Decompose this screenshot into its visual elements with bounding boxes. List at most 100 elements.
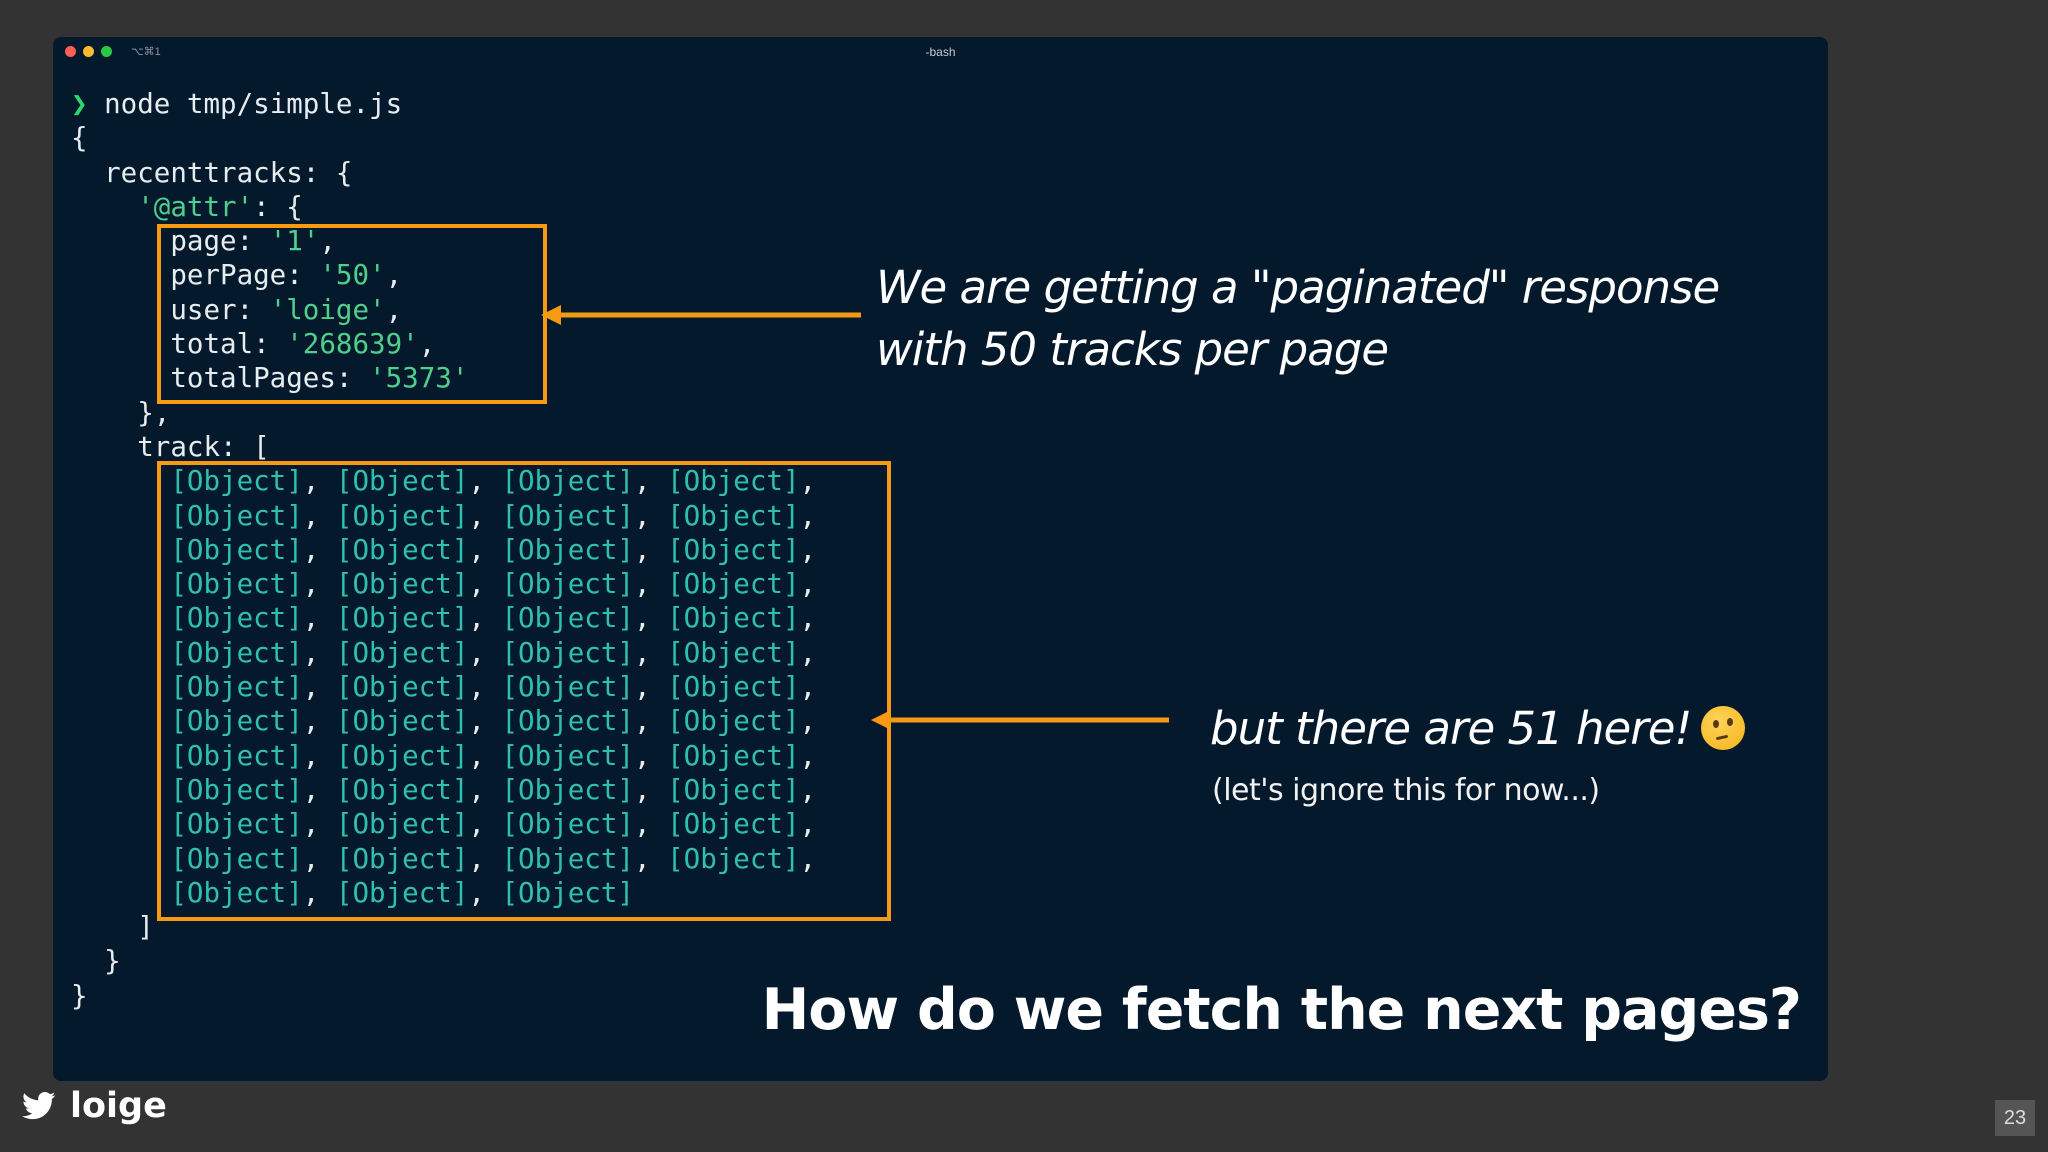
output-line: recenttracks: { bbox=[71, 156, 353, 189]
annotation-line: with 50 tracks per page bbox=[876, 323, 1389, 376]
track-object: [Object] bbox=[335, 671, 469, 704]
track-row: [Object], [Object], [Object], [Object], bbox=[170, 671, 817, 704]
track-object: [Object] bbox=[335, 533, 469, 566]
track-object: [Object] bbox=[170, 568, 303, 601]
close-window-button[interactable] bbox=[65, 46, 76, 57]
attr-value-totalpages: '5373' bbox=[369, 362, 469, 395]
annotation-line: We are getting a "paginated" response bbox=[876, 261, 1720, 314]
track-row: [Object], [Object], [Object], [Object], bbox=[170, 636, 817, 669]
track-row: [Object], [Object], [Object], [Object], bbox=[170, 499, 817, 532]
track-object: [Object] bbox=[501, 636, 634, 669]
track-object: [Object] bbox=[170, 602, 303, 635]
terminal-output: ❯ node tmp/simple.js{ recenttracks: { '@… bbox=[71, 87, 816, 1013]
track-object: [Object] bbox=[501, 568, 634, 601]
track-highlight-box bbox=[157, 461, 891, 921]
track-object: [Object] bbox=[501, 739, 634, 772]
attr-line: perPage: '50', bbox=[71, 258, 816, 292]
twitter-bird-icon bbox=[22, 1091, 56, 1120]
output-line: } bbox=[71, 945, 121, 978]
attr-line: page: '1', bbox=[71, 224, 816, 258]
terminal-titlebar: ⌥⌘1 -bash bbox=[53, 37, 1828, 67]
track-object: [Object] bbox=[170, 705, 303, 738]
separator: , bbox=[418, 328, 436, 361]
track-object: [Object] bbox=[170, 876, 303, 909]
attr-suffix: : { bbox=[253, 190, 303, 223]
track-object: [Object] bbox=[667, 602, 800, 635]
attr-key-perpage: perPage: bbox=[170, 259, 320, 292]
track-object: [Object] bbox=[335, 808, 469, 841]
attr-key: '@attr' bbox=[137, 190, 254, 223]
ignore-note: (let's ignore this for now...) bbox=[1212, 773, 1600, 808]
track-object: [Object] bbox=[667, 499, 800, 532]
arrow-left-icon bbox=[541, 305, 861, 325]
thinking-face-icon bbox=[1701, 706, 1746, 750]
track-object: [Object] bbox=[501, 842, 634, 875]
attr-key-total: total: bbox=[170, 328, 287, 361]
minimize-window-button[interactable] bbox=[83, 46, 94, 57]
twitter-handle[interactable]: loige bbox=[22, 1086, 167, 1126]
track-object: [Object] bbox=[170, 671, 303, 704]
track-object: [Object] bbox=[667, 636, 800, 669]
track-object: [Object] bbox=[335, 842, 469, 875]
tab-shortcut: ⌥⌘1 bbox=[131, 46, 161, 58]
track-object: [Object] bbox=[501, 773, 634, 806]
zoom-window-button[interactable] bbox=[101, 46, 112, 57]
track-object: [Object] bbox=[170, 533, 303, 566]
track-list: [Object], [Object], [Object], [Object], … bbox=[71, 464, 816, 910]
attr-line: total: '268639', bbox=[71, 327, 816, 361]
track-object: [Object] bbox=[501, 465, 634, 498]
command-line: ❯ node tmp/simple.js bbox=[71, 87, 816, 121]
track-row: [Object], [Object], [Object], [Object], bbox=[170, 842, 817, 875]
attr-key-totalpages: totalPages: bbox=[170, 362, 370, 395]
attr-line: totalPages: '5373' bbox=[71, 361, 816, 395]
track-object: [Object] bbox=[501, 876, 634, 909]
paginated-annotation: We are getting a "paginated" response wi… bbox=[876, 257, 1720, 381]
window-title: -bash bbox=[925, 45, 956, 59]
page-number: 23 bbox=[1995, 1100, 2035, 1136]
track-object: [Object] bbox=[667, 533, 800, 566]
terminal-window[interactable]: ⌥⌘1 -bash ❯ node tmp/simple.js{ recenttr… bbox=[53, 37, 1828, 1081]
attr-key-user: user: bbox=[170, 293, 270, 326]
track-object: [Object] bbox=[170, 808, 303, 841]
track-object: [Object] bbox=[335, 465, 469, 498]
attr-value-page: '1' bbox=[269, 225, 320, 258]
track-object: [Object] bbox=[501, 499, 634, 532]
attr-value-user: 'loige' bbox=[269, 293, 386, 326]
track-object: [Object] bbox=[667, 705, 800, 738]
track-object: [Object] bbox=[667, 739, 800, 772]
track-object: [Object] bbox=[170, 739, 303, 772]
track-object: [Object] bbox=[501, 705, 634, 738]
track-row: [Object], [Object], [Object], [Object], bbox=[170, 465, 817, 498]
track-object: [Object] bbox=[501, 602, 634, 635]
attr-highlight-box bbox=[157, 224, 547, 404]
track-object: [Object] bbox=[667, 842, 800, 875]
count-annotation-text: but there are 51 here! bbox=[1210, 702, 1692, 755]
track-row: [Object], [Object], [Object], [Object], bbox=[170, 533, 817, 566]
slide-headline: How do we fetch the next pages? bbox=[761, 977, 1802, 1043]
track-object: [Object] bbox=[667, 671, 800, 704]
track-row: [Object], [Object], [Object], [Object], bbox=[170, 773, 817, 806]
attr-value-perpage: '50' bbox=[319, 259, 386, 292]
attr-value-total: '268639' bbox=[286, 328, 419, 361]
attr-key-page: page: bbox=[170, 225, 270, 258]
track-object: [Object] bbox=[335, 499, 469, 532]
track-object: [Object] bbox=[335, 636, 469, 669]
track-object: [Object] bbox=[335, 876, 469, 909]
separator: , bbox=[319, 225, 336, 258]
track-object: [Object] bbox=[170, 773, 303, 806]
track-object: [Object] bbox=[170, 499, 303, 532]
command-text: node tmp/simple.js bbox=[104, 88, 403, 120]
track-object: [Object] bbox=[667, 465, 800, 498]
track-row: [Object], [Object], [Object], [Object], bbox=[170, 808, 817, 841]
track-object: [Object] bbox=[170, 636, 303, 669]
track-object: [Object] bbox=[667, 808, 800, 841]
track-object: [Object] bbox=[335, 705, 469, 738]
output-line: '@attr': { bbox=[71, 190, 816, 224]
track-object: [Object] bbox=[501, 671, 634, 704]
output-line: } bbox=[71, 979, 88, 1012]
track-row: [Object], [Object], [Object] bbox=[170, 876, 634, 909]
track-object: [Object] bbox=[335, 568, 469, 601]
output-line: track: [ bbox=[71, 430, 270, 463]
arrow-left-icon bbox=[871, 710, 1169, 730]
track-object: [Object] bbox=[667, 568, 800, 601]
